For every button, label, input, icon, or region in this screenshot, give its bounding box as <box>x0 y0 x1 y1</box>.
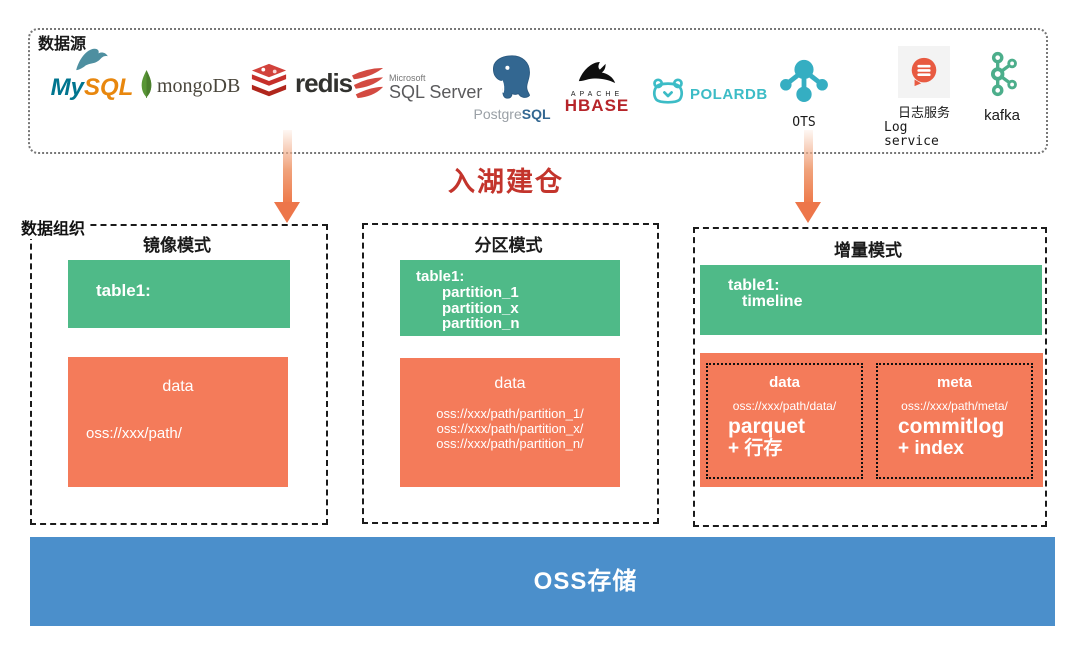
incremental-meta-subbox: meta oss://xxx/path/meta/ commitlog + in… <box>876 363 1033 479</box>
mysql-dolphin-icon <box>72 46 112 77</box>
partition-item: partition_1 <box>442 284 519 301</box>
polardb-logo: POLARDB <box>650 76 768 112</box>
partition-data-label: data <box>494 375 526 392</box>
mongodb-wordmark: mongoDB <box>157 75 241 97</box>
incremental-data-title: data <box>769 374 800 391</box>
organization-label: 数据组织 <box>18 215 89 239</box>
mirror-data-box: data oss://xxx/path/ <box>68 357 288 487</box>
partition-oss-path: oss://xxx/path/partition_n/ <box>436 436 584 451</box>
redis-logo: redis <box>248 62 353 105</box>
oss-storage-bar: OSS存储 <box>30 537 1055 626</box>
mongodb-leaf-icon <box>140 70 153 103</box>
mirror-data-label: data <box>162 378 194 395</box>
hbase-apache-label: APACHE <box>570 91 624 98</box>
incremental-meta-format-line2: + index <box>898 438 964 459</box>
kafka-logo: kafka <box>980 50 1024 124</box>
partition-oss-path: oss://xxx/path/partition_1/ <box>436 406 584 421</box>
hbase-logo: APACHE HBASE <box>560 60 634 115</box>
sqlserver-swoosh-icon <box>352 66 384 107</box>
ots-label: OTS <box>792 115 816 130</box>
redis-stack-icon <box>248 62 290 105</box>
partition-item: partition_n <box>442 315 520 332</box>
ingest-title: 入湖建仓 <box>448 167 564 197</box>
datasources-label: 数据源 <box>38 36 87 53</box>
log-service-label-en: Log service <box>884 120 939 149</box>
incremental-data-subbox: data oss://xxx/path/data/ parquet + 行存 <box>706 363 863 479</box>
mongodb-logo: mongoDB <box>140 70 240 103</box>
incremental-table-box: table1: timeline <box>700 265 1042 335</box>
down-arrow-icon <box>795 130 821 223</box>
redis-wordmark: redis <box>295 68 353 98</box>
incremental-table-label: table1: <box>728 277 780 294</box>
polardb-wordmark: POLARDB <box>690 85 768 103</box>
microsoft-brand-label: Microsoft <box>389 72 426 83</box>
partition-table-box: table1: partition_1 partition_x partitio… <box>400 260 620 336</box>
kafka-label: kafka <box>984 107 1020 124</box>
kafka-icon <box>986 50 1019 103</box>
partition-item: partition_x <box>442 299 519 317</box>
down-arrow-icon <box>274 130 300 223</box>
polardb-bear-icon <box>650 76 686 112</box>
mysql-logo: MySQL <box>42 46 142 101</box>
ots-logo: OTS <box>776 58 832 130</box>
incremental-storage-box: data oss://xxx/path/data/ parquet + 行存 m… <box>700 353 1043 487</box>
postgresql-logo: PostgreSQL <box>472 54 552 122</box>
partition-oss-path: oss://xxx/path/partition_x/ <box>436 421 584 436</box>
hbase-orca-icon <box>575 60 619 90</box>
incremental-meta-title: meta <box>936 374 973 391</box>
partition-mode-title: 分区模式 <box>474 236 543 255</box>
partition-table-label: table1: <box>416 268 465 285</box>
sqlserver-logo: Microsoft SQL Server <box>352 66 482 107</box>
incremental-mode-title: 增量模式 <box>834 241 902 260</box>
incremental-data-path: oss://xxx/path/data/ <box>732 399 837 413</box>
mirror-mode-title: 镜像模式 <box>143 236 211 255</box>
incremental-timeline-label: timeline <box>742 293 803 310</box>
mirror-table-box: table1: <box>68 260 290 328</box>
oss-storage-label: OSS存储 <box>533 568 638 595</box>
incremental-data-format-line1: parquet <box>728 415 806 438</box>
mysql-wordmark: MySQL <box>50 74 134 101</box>
incremental-meta-path: oss://xxx/path/meta/ <box>901 399 1008 413</box>
ots-molecule-icon <box>779 58 829 107</box>
hbase-wordmark: HBASE <box>564 96 630 115</box>
log-service-label-cn: 日志服务 <box>897 105 950 120</box>
postgresql-wordmark: PostgreSQL <box>473 106 551 122</box>
mirror-oss-path: oss://xxx/path/ <box>86 425 182 442</box>
partition-data-box: data oss://xxx/path/partition_1/ oss://x… <box>400 358 620 487</box>
mirror-table-label: table1: <box>96 281 151 300</box>
sqlserver-wordmark: SQL Server <box>389 81 483 102</box>
log-service-icon <box>898 46 950 98</box>
datasources-box <box>28 28 1048 154</box>
incremental-data-format-line2: + 行存 <box>728 438 783 459</box>
incremental-meta-format-line1: commitlog <box>898 415 1005 438</box>
log-service-logo: 日志服务 Log service <box>884 46 964 149</box>
postgresql-elephant-icon <box>489 54 535 105</box>
